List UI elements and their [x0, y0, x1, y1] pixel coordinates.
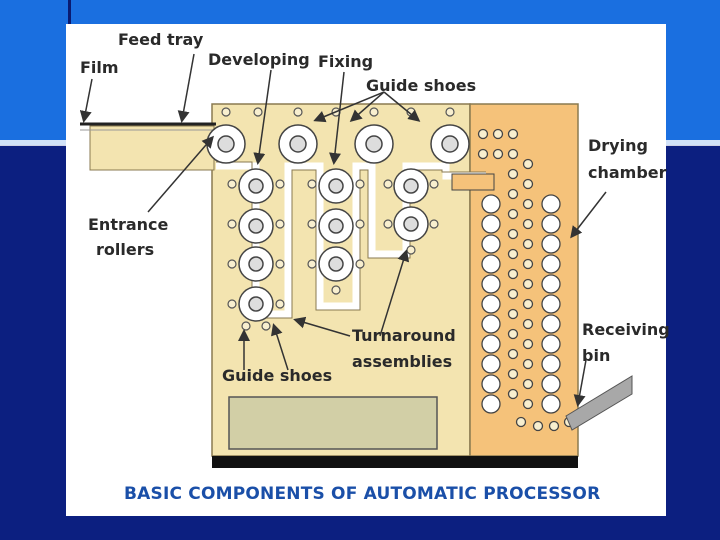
leader-lines — [79, 53, 607, 407]
dryer-guide-rollers — [477, 128, 575, 432]
roller — [430, 124, 470, 164]
background-accent-line — [68, 0, 71, 30]
label-turnaround-1: Turnaround — [352, 326, 456, 345]
dryer-column-right — [541, 194, 561, 414]
label-entrance-rollers-2: rollers — [96, 240, 155, 259]
roller — [318, 246, 354, 282]
label-entrance-rollers-1: Entrance — [88, 215, 169, 234]
roller — [393, 206, 429, 242]
label-fixing: Fixing — [318, 52, 374, 71]
roller — [278, 124, 318, 164]
base-bar — [212, 456, 578, 468]
dryer-column-left — [481, 194, 501, 414]
entrance-roller — [206, 124, 246, 164]
label-receiving-bin-1: Receiving — [582, 320, 670, 339]
label-developing: Developing — [208, 50, 310, 69]
roller — [238, 286, 274, 322]
roller — [318, 208, 354, 244]
developer-rollers — [238, 168, 274, 322]
top-rollers — [206, 124, 470, 164]
roller — [354, 124, 394, 164]
wash-rollers — [393, 168, 429, 242]
label-drying-chamber-1: Drying — [588, 136, 648, 155]
dryer-rollers — [477, 128, 575, 432]
label-turnaround-2: assemblies — [352, 352, 453, 371]
feed-tray — [89, 125, 215, 171]
film-path — [216, 162, 486, 318]
diagram-caption: BASIC COMPONENTS OF AUTOMATIC PROCESSOR — [124, 484, 601, 504]
processor-diagram — [79, 53, 633, 468]
roller — [238, 208, 274, 244]
label-guide-shoes-top: Guide shoes — [366, 76, 477, 95]
label-drying-chamber-2: chamber — [588, 163, 667, 182]
receiving-bin — [565, 375, 633, 431]
guide-shoes — [221, 107, 455, 331]
crossover-slot — [451, 173, 495, 191]
label-film: Film — [80, 58, 119, 77]
roller — [238, 168, 274, 204]
fixer-rollers — [318, 168, 354, 282]
label-guide-shoes-bottom: Guide shoes — [222, 366, 333, 385]
roller — [238, 246, 274, 282]
control-panel — [228, 396, 438, 450]
diagram-panel: Feed tray Film Developing Fixing Guide s… — [66, 24, 670, 516]
roller — [393, 168, 429, 204]
roller — [318, 168, 354, 204]
film-path-outline — [216, 161, 486, 319]
label-receiving-bin-2: bin — [582, 346, 611, 365]
label-feed-tray: Feed tray — [118, 30, 204, 49]
